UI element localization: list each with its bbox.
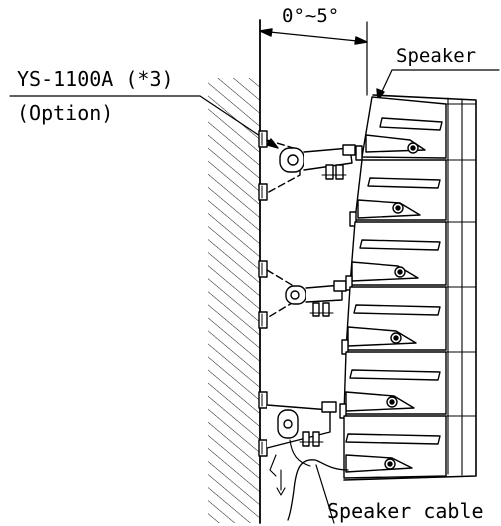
speaker-label: Speaker: [396, 45, 476, 67]
wall-bracket-middle: [258, 260, 347, 329]
speaker-array: [339, 94, 477, 481]
speaker-module: [355, 96, 477, 161]
speaker-cable-label: Speaker cable: [327, 499, 484, 523]
speaker-module: [341, 286, 477, 355]
wall: [208, 19, 261, 524]
bracket-model-label: YS-1100A (*3): [17, 67, 174, 91]
bracket-option-label: (Option): [17, 101, 113, 125]
speaker-cable: Speaker cable: [287, 439, 484, 524]
wall-bracket-top: [258, 130, 356, 201]
angle-dimension: 0°~5°: [259, 5, 368, 96]
angle-label: 0°~5°: [282, 5, 339, 27]
speaker-callout: Speaker: [376, 45, 500, 101]
speaker-module: [349, 159, 477, 227]
speaker-module: [345, 221, 477, 291]
speaker-module: [339, 351, 477, 419]
speaker-module: [343, 415, 477, 479]
wall-bracket-bottom: [258, 391, 337, 496]
